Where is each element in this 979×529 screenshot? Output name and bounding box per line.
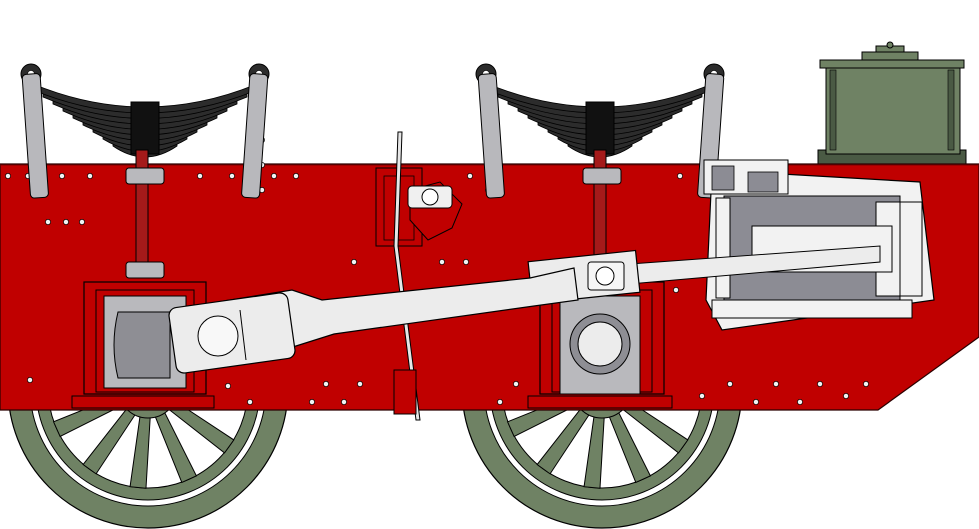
rivet [673, 287, 679, 293]
rivet [271, 173, 277, 179]
sandbox [817, 41, 967, 165]
reversing-lever [375, 131, 463, 421]
rivet [463, 259, 469, 265]
rivet [843, 393, 849, 399]
rivet [87, 173, 93, 179]
rivet [197, 173, 203, 179]
rivet [863, 381, 869, 387]
rivet [229, 173, 235, 179]
rivet [323, 381, 329, 387]
rivet [45, 219, 51, 225]
rivet [5, 173, 11, 179]
driving-leaf-spring [475, 63, 725, 158]
rivet [293, 173, 299, 179]
rivet [357, 381, 363, 387]
rivet [247, 399, 253, 405]
rivet [677, 173, 683, 179]
driving-leaf-spring-buckle [585, 101, 615, 155]
rivet [79, 219, 85, 225]
rivet [797, 399, 803, 405]
rivet [341, 399, 347, 405]
rivet [27, 377, 33, 383]
rivet [59, 173, 65, 179]
rivet [773, 381, 779, 387]
rivet [817, 381, 823, 387]
connecting-rod [168, 267, 579, 374]
rivet [727, 381, 733, 387]
leading-leaf-spring [20, 63, 270, 158]
rivet [513, 381, 519, 387]
leading-spring-hangers [21, 73, 269, 279]
cylinder [703, 159, 935, 331]
leading-leaf-spring-buckle [130, 101, 160, 155]
rivet [497, 399, 503, 405]
rivet [699, 393, 705, 399]
rivet [225, 383, 231, 389]
rivet [439, 259, 445, 265]
rivet [309, 399, 315, 405]
rivet [467, 173, 473, 179]
rivet [63, 219, 69, 225]
rivet [351, 259, 357, 265]
rivet [753, 399, 759, 405]
